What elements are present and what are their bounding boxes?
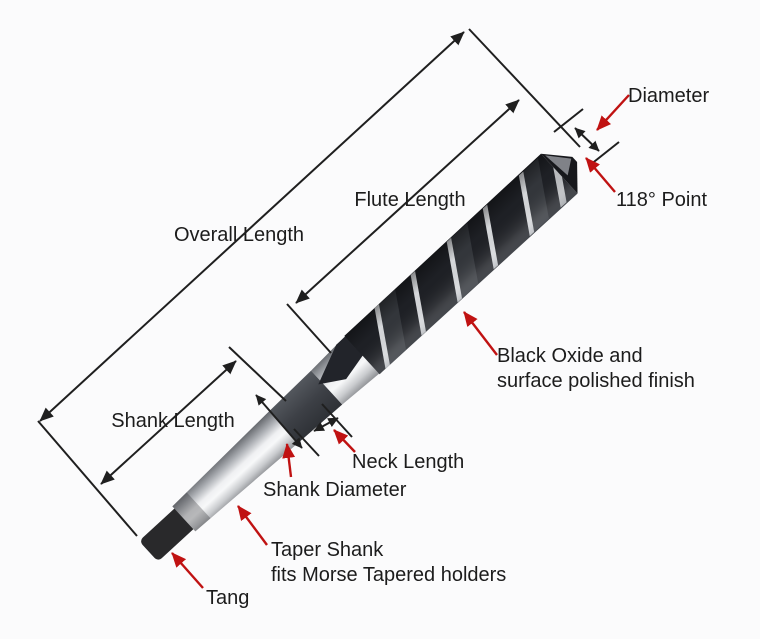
point-angle-label: 118° Point	[616, 189, 707, 211]
taper-shank-label-line2: fits Morse Tapered holders	[271, 564, 506, 586]
shank-diameter-callout-arrow	[282, 443, 296, 478]
taper-shank-label-line1: Taper Shank	[271, 539, 384, 561]
labels: Diameter 118° Point Flute Length Overall…	[111, 85, 709, 609]
diameter-callout-arrow	[596, 94, 630, 131]
tang-label: Tang	[206, 587, 249, 609]
surface-finish-callout-arrow	[463, 311, 498, 356]
extension-line-shank-end	[228, 346, 287, 402]
extension-line-tang-end	[37, 420, 138, 537]
surface-finish-label-line2: surface polished finish	[497, 370, 695, 392]
extension-line-drill-tip	[468, 28, 581, 148]
diameter-label: Diameter	[628, 85, 709, 107]
drill-flute-shading	[344, 153, 578, 375]
point-angle-callout-arrow	[585, 157, 616, 193]
surface-finish-label-line1: Black Oxide and	[497, 345, 643, 367]
flute-length-dimension-line	[295, 99, 520, 304]
neck-length-label: Neck Length	[352, 451, 464, 473]
callout-arrows	[171, 94, 630, 589]
dimension-lines	[39, 31, 600, 485]
shank-length-label: Shank Length	[111, 410, 234, 432]
flute-length-label: Flute Length	[354, 189, 465, 211]
overall-length-label: Overall Length	[174, 224, 304, 246]
diameter-dimension-arrow	[574, 127, 600, 152]
drill-shank-shadow	[172, 492, 211, 532]
overall-length-dimension-line	[39, 31, 465, 422]
taper-shank-callout-arrow	[237, 505, 268, 546]
extension-line-flute-start	[286, 303, 332, 354]
shank-length-dimension-line	[100, 360, 237, 485]
neck-length-dimension-arrow	[313, 417, 339, 432]
drill-point-facet	[545, 155, 572, 176]
diameter-tick-upper	[553, 108, 584, 133]
shank-diameter-dimension-arrow	[255, 394, 303, 449]
drill-tang	[141, 506, 196, 560]
extension-lines	[37, 28, 620, 537]
tang-callout-arrow	[171, 552, 204, 589]
neck-length-callout-arrow	[333, 429, 356, 453]
shank-diameter-label: Shank Diameter	[263, 479, 407, 501]
